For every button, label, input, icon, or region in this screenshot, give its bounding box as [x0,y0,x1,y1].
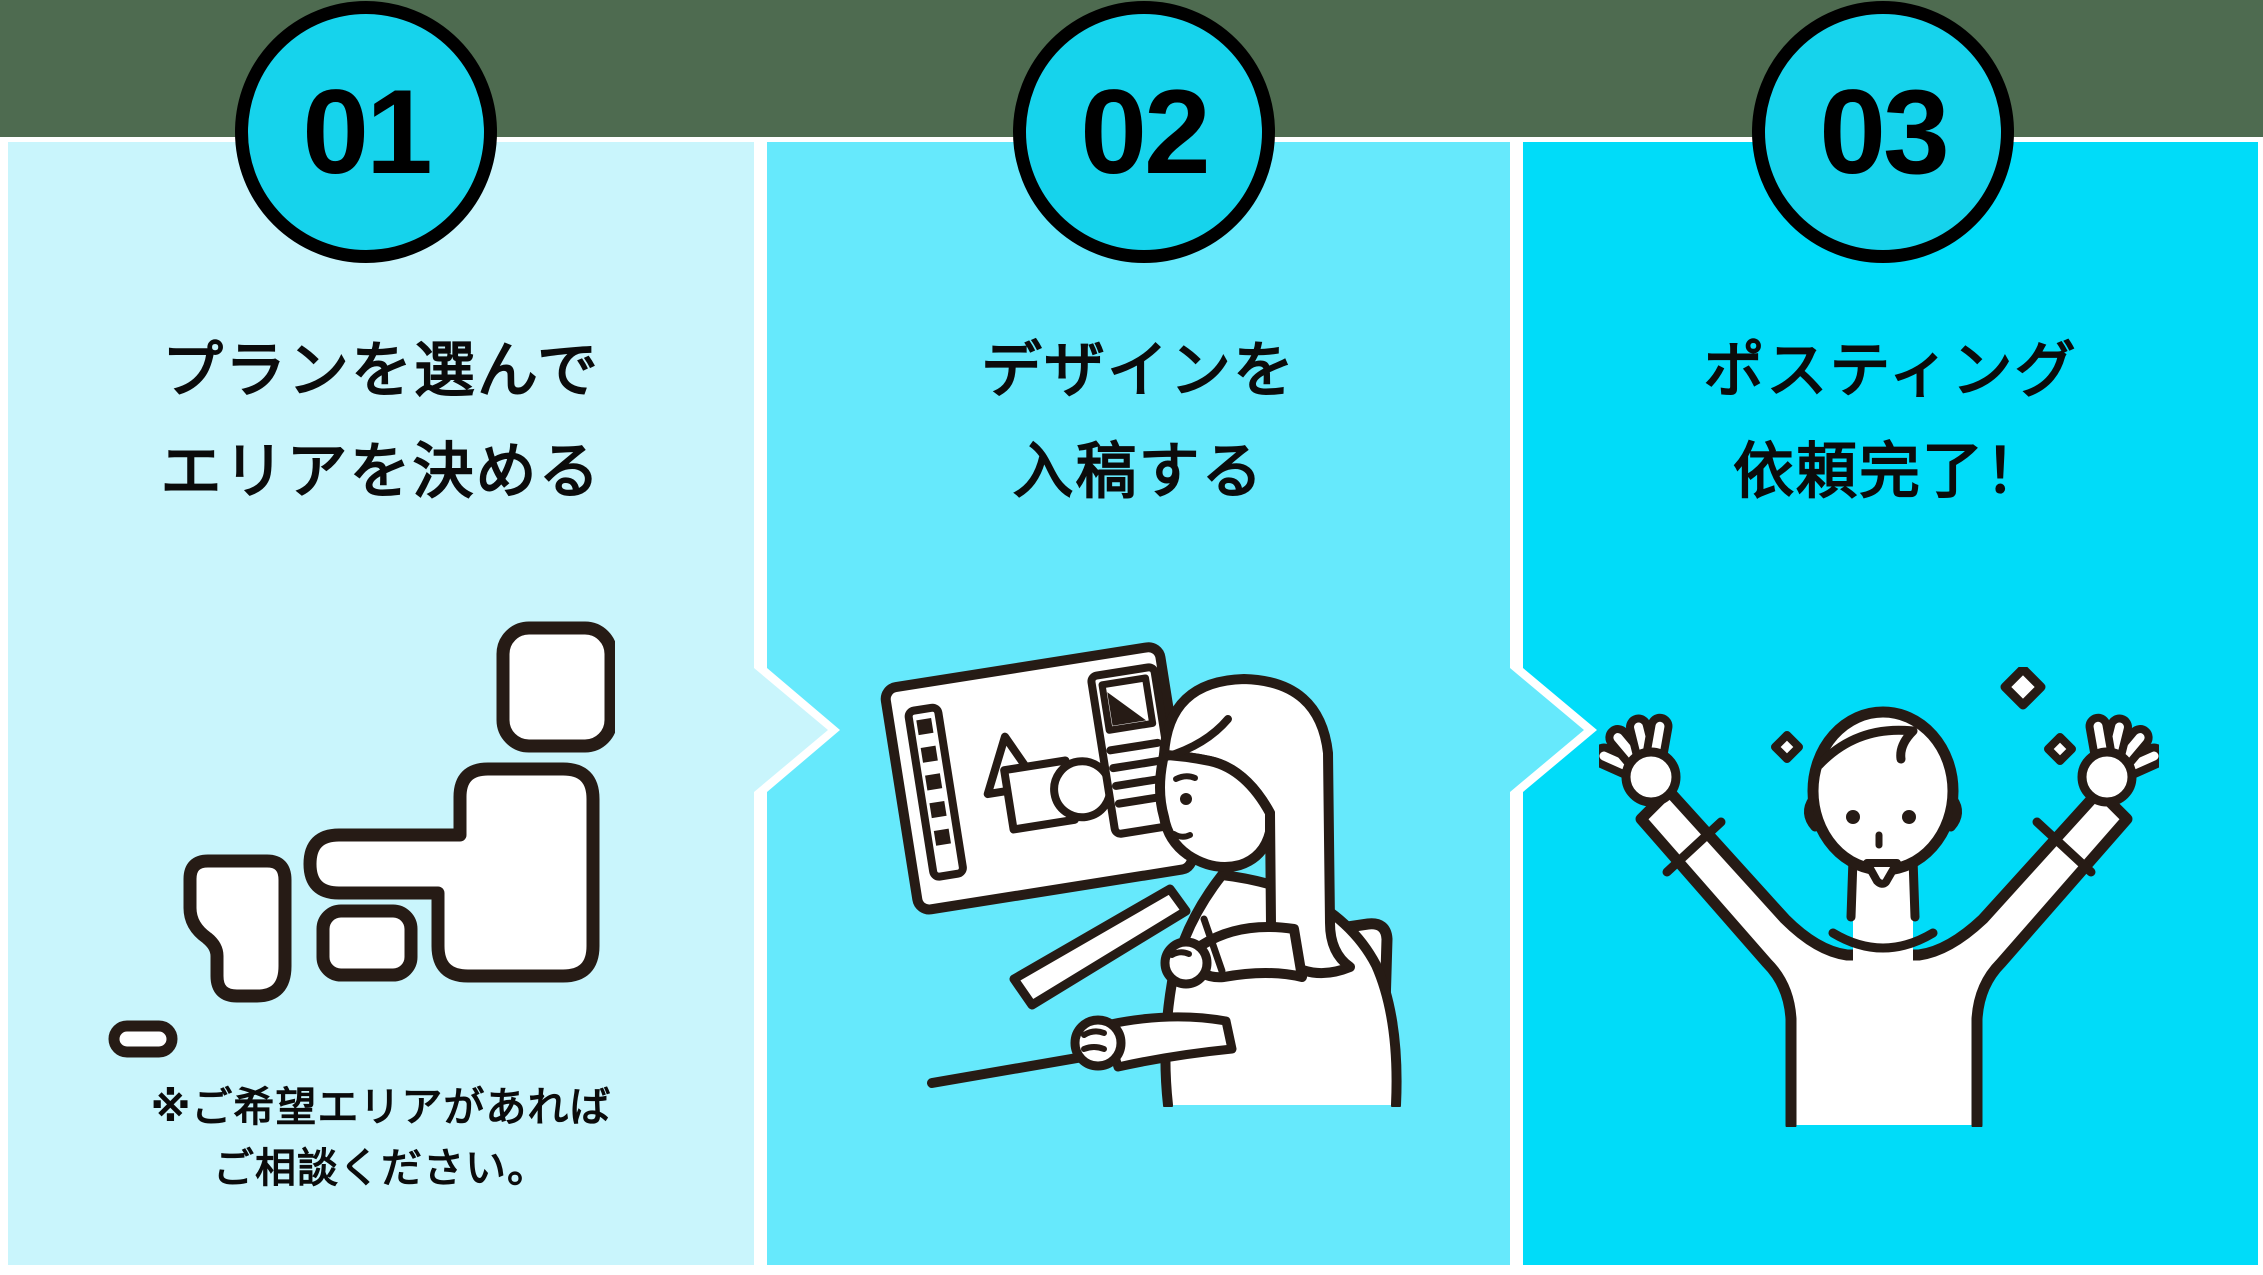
kyushu-shape [183,854,292,1003]
eyebrow [1173,773,1198,782]
step-2-title-line-1: デザインを [980,336,1296,404]
step-3-title: ポスティング 依頼完了！ [1523,320,2258,522]
step-3-panel: ポスティング 依頼完了！ [1523,142,2258,1265]
sleeve-cuff [1662,817,1726,877]
step-3-badge: 03 [1752,1,2014,263]
design-board [880,642,1198,915]
eye [1846,810,1860,824]
honshu-shape [303,762,600,983]
step-1-number: 01 [302,65,432,199]
celebrating-person-illustration [1599,667,2159,1127]
resting-arm [1070,1012,1237,1072]
hair-fringe [1162,715,1232,761]
step-1-note: ※ご希望エリアがあれば ご相談ください。 [8,1077,754,1199]
eye [1180,793,1192,805]
step-3-number: 03 [1819,65,1949,199]
sparkle-icon [2000,667,2046,710]
pen [1200,915,1226,975]
ear [1946,794,1962,832]
sparkle-icon [2044,733,2076,765]
drawing-arm [1160,915,1307,989]
step-1-panel: プランを選んで エリアを決める ※ご希望エリアがあれば ご相談ください。 [8,142,828,1265]
left-hand [1599,713,1681,807]
hair-fringe [1814,725,1918,770]
step-1-title-line-2: エリアを決める [160,437,602,505]
hokkaido-shape [496,621,615,753]
celebrating-head [1804,706,1962,888]
step-3-title-line-2: 依頼完了！ [1732,437,2048,505]
mouth [1863,859,1901,888]
eye [1902,810,1916,824]
hand [1160,937,1212,989]
step-2-title-line-2: 入稿する [1012,437,1265,505]
step-2-badge: 02 [1013,1,1275,263]
designer-at-desk-illustration [880,642,1402,1107]
step-2-panel: デザインを 入稿する [767,142,1584,1265]
step-1-title: プランを選んで エリアを決める [8,320,754,522]
step-1-title-line-1: プランを選んで [162,336,600,404]
step-1-badge: 01 [235,1,497,263]
collar [1828,928,1938,953]
designer-head [1155,674,1355,979]
shikoku-shape [316,904,418,982]
mouth [1171,831,1193,840]
okinawa-shape [108,1020,178,1058]
step-2-number: 02 [1080,65,1210,199]
step-3-title-line-1: ポスティング [1703,336,2078,404]
japan-map-illustration [108,621,615,1058]
sleeve-cuff [2032,817,2096,877]
step-1-note-line-1: ※ご希望エリアがあれば [150,1084,612,1130]
drawing-tablet [1009,884,1191,1010]
right-hand [2077,713,2159,807]
step-2-title: デザインを 入稿する [767,320,1510,522]
step-1-note-line-2: ご相談ください。 [213,1145,549,1191]
ear [1804,794,1820,832]
sparkle-icon [1771,731,1803,763]
